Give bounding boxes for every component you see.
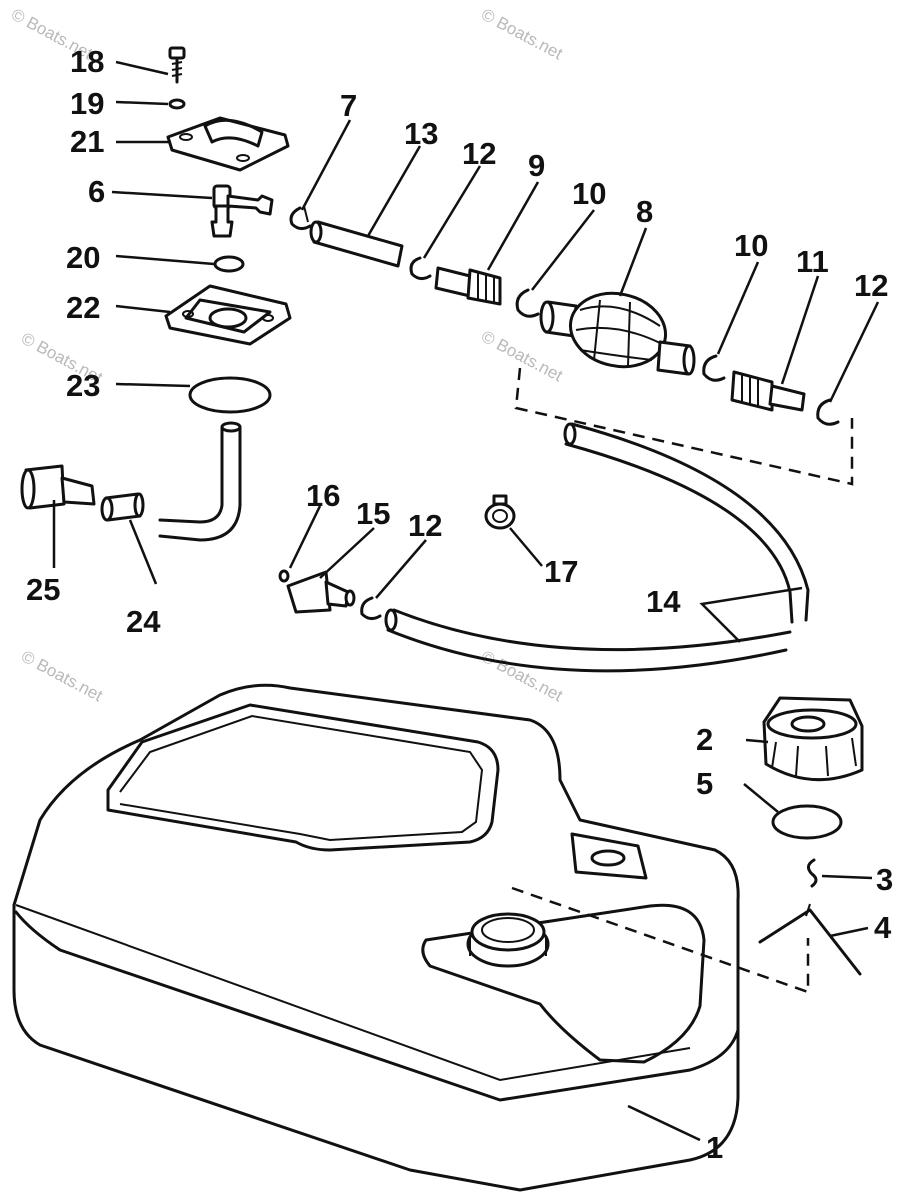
part-12-clamp	[816, 398, 840, 426]
leader-5	[743, 783, 779, 813]
part-13-hose	[309, 220, 404, 268]
part-20-o-ring	[213, 255, 245, 273]
callout-21: 21	[70, 124, 104, 159]
part-23-gasket	[188, 376, 272, 414]
cap-assembly-dashed-line	[511, 886, 810, 994]
leader-6	[111, 190, 213, 200]
part-10-clamp	[702, 354, 726, 382]
callout-5: 5	[696, 766, 713, 801]
callout-12: 12	[854, 268, 888, 303]
callout-24: 24	[126, 604, 161, 639]
part-12-clamp	[409, 256, 432, 281]
callout-16: 16	[306, 478, 340, 513]
leader-8	[618, 227, 648, 297]
assembly-bracket	[514, 367, 854, 486]
leader-18	[115, 60, 169, 76]
part-24-pickup-tube	[100, 421, 242, 542]
callout-20: 20	[66, 240, 100, 275]
part-15-connector	[286, 570, 356, 614]
part-14-fuel-hose	[384, 422, 810, 673]
callout-9: 9	[528, 148, 545, 183]
leader-14	[699, 586, 803, 643]
part-11-connector	[730, 370, 806, 412]
callout-18: 18	[70, 44, 104, 79]
leader-2	[745, 738, 769, 744]
part-25-filter	[20, 464, 96, 510]
callout-2: 2	[696, 722, 713, 757]
callout-19: 19	[70, 86, 104, 121]
callout-17: 17	[544, 554, 578, 589]
part-1-fuel-tank	[12, 683, 740, 1192]
leader-3	[821, 874, 873, 880]
leader-13	[366, 145, 422, 237]
part-7-clamp	[289, 205, 312, 231]
callout-13: 13	[404, 116, 438, 151]
leader-1	[627, 1104, 701, 1142]
callout-23: 23	[66, 368, 100, 403]
leader-lines	[52, 60, 880, 1142]
leader-11	[780, 275, 820, 385]
part-17-hose-clamp	[484, 494, 516, 530]
callout-3: 3	[876, 862, 893, 897]
leader-12a	[422, 165, 482, 259]
leader-7	[300, 119, 352, 211]
part-19-washer	[168, 98, 186, 110]
leader-15	[319, 527, 375, 579]
callout-15: 15	[356, 496, 390, 531]
callout-14: 14	[646, 584, 681, 619]
part-18-screw	[168, 46, 186, 84]
callout-1: 1	[706, 1130, 723, 1165]
leader-23	[115, 382, 191, 388]
part-4-tether	[758, 903, 862, 976]
leader-12c	[375, 539, 427, 599]
callout-11: 11	[796, 244, 829, 279]
callout-labels: 1 2 3 4 5 6 7 8 9 10 10 11 12 12 12 13 1…	[26, 44, 893, 1165]
part-22-base-plate	[164, 284, 292, 346]
callout-10: 10	[572, 176, 606, 211]
callout-10: 10	[734, 228, 768, 263]
leader-20	[115, 254, 215, 266]
leader-12b	[828, 301, 880, 403]
part-9-connector	[434, 266, 502, 306]
part-12-clamp	[360, 596, 382, 621]
callout-6: 6	[88, 174, 105, 209]
part-16-o-ring	[278, 569, 290, 583]
callout-12: 12	[408, 508, 442, 543]
leader-24	[128, 519, 158, 585]
callout-4: 4	[874, 910, 892, 945]
leader-17	[509, 527, 543, 567]
part-6-fuel-fitting	[210, 184, 274, 238]
callout-8: 8	[636, 194, 653, 229]
leader-4	[829, 926, 869, 938]
leader-10a	[531, 209, 595, 291]
part-2-fuel-cap	[762, 696, 864, 782]
callout-12: 12	[462, 136, 496, 171]
leader-19	[115, 100, 169, 106]
part-8-primer-bulb	[539, 291, 696, 376]
part-5-cap-gasket	[771, 804, 843, 840]
callout-25: 25	[26, 572, 60, 607]
leader-9	[486, 181, 540, 271]
callout-22: 22	[66, 290, 100, 325]
watermark: © Boats.net	[18, 647, 106, 706]
watermark: © Boats.net	[478, 5, 566, 64]
part-3-s-hook	[807, 858, 818, 888]
part-21-clamp-plate	[166, 116, 290, 172]
watermark: © Boats.net	[478, 647, 566, 706]
callout-7: 7	[340, 88, 357, 123]
watermark: © Boats.net	[478, 327, 566, 386]
leader-16	[288, 505, 322, 569]
leader-22	[115, 304, 171, 314]
part-10-clamp	[515, 288, 540, 318]
leader-10b	[716, 261, 760, 355]
